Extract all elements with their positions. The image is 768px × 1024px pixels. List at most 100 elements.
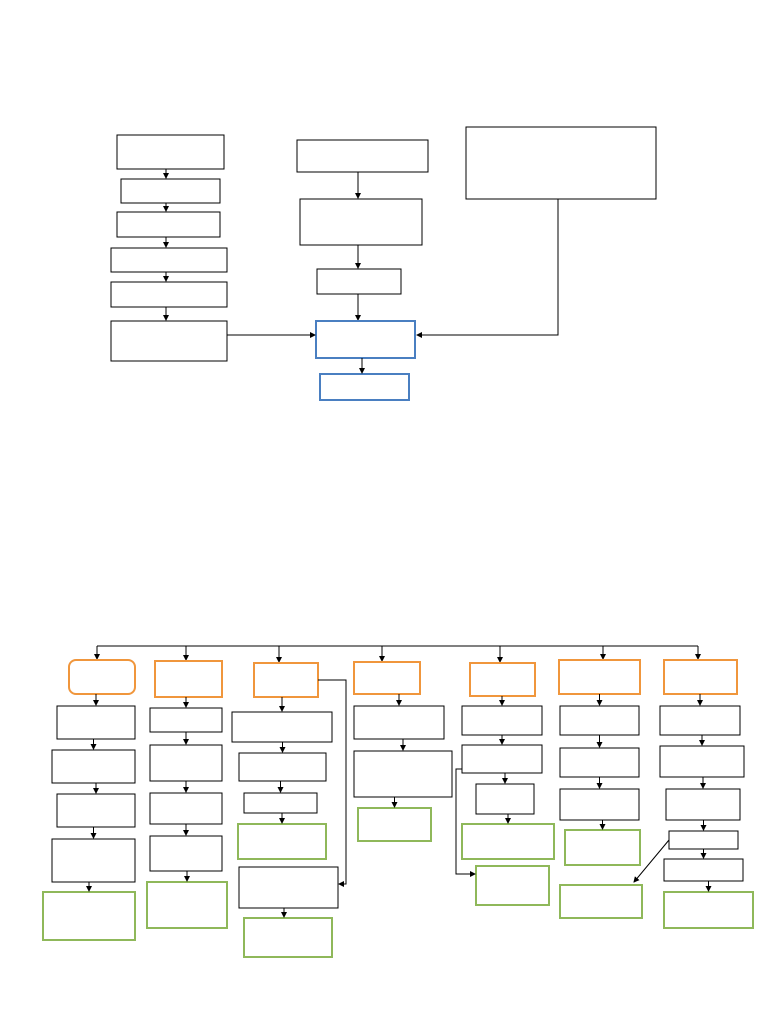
bottom-col-2-step-3-shape [149, 792, 223, 825]
bottom-col-7-head-shape [663, 659, 738, 695]
bottom-col-7-leaf-1 [663, 891, 754, 929]
bottom-col-5-step-1-shape [461, 705, 543, 736]
bottom-col-3-step-3 [243, 792, 318, 814]
top-middle-box-2-shape [299, 198, 423, 246]
bottom-col-5-step-1 [461, 705, 543, 736]
bottom-col-1-step-4 [51, 838, 136, 883]
bottom-col-5-step-2-shape [461, 744, 543, 774]
bottom-col-5-leaf-2 [475, 865, 550, 906]
bottom-col-5-side-arrow [455, 768, 476, 877]
bottom-col-2-leaf-1 [146, 881, 228, 929]
bottom-col-7-leaf-1-shape [663, 891, 754, 929]
bottom-col-6-step-2 [559, 747, 640, 778]
bottom-col-7-step-2-shape [659, 745, 745, 778]
bottom-col-2-step-3 [149, 792, 223, 825]
bottom-col-7-head [663, 659, 738, 695]
bottom-col-6-step-3 [559, 788, 640, 821]
bottom-col-7-step-5 [663, 858, 744, 882]
bottom-col-1-step-1 [56, 705, 136, 740]
top-left-box-5-shape [110, 281, 228, 308]
top-middle-box-2 [299, 198, 423, 246]
bottom-col-7-step-1-shape [659, 705, 741, 736]
bottom-col-6-step-1 [559, 705, 640, 736]
bottom-col-7-step-1 [659, 705, 741, 736]
bottom-col-2-step-1-shape [149, 707, 223, 733]
bottom-col-5-leaf-2-shape [475, 865, 550, 906]
bottom-col-1-step-3 [56, 793, 136, 828]
top-flowchart [110, 126, 657, 401]
bottom-col-4-head [353, 661, 421, 695]
bottom-col-7-step-3-shape [665, 788, 741, 821]
bottom-col-5-step-2 [461, 744, 543, 774]
bottom-col-1-leaf-1 [42, 891, 136, 941]
top-left-box-1-shape [116, 134, 225, 170]
bottom-col-3-step-2 [238, 752, 327, 782]
bottom-col-3-head-shape [253, 662, 319, 698]
bottom-col-5-step-3 [475, 783, 535, 815]
top-hub-box-shape [315, 320, 416, 359]
bottom-col-6-leaf-1-shape [564, 829, 641, 866]
top-middle-box-3 [316, 268, 402, 295]
bottom-col-4-step-1 [353, 705, 445, 740]
bottom-col-4-step-2 [353, 750, 453, 798]
bottom-col-6-leaf-2-shape [559, 884, 643, 919]
top-left-box-4 [110, 247, 228, 273]
bottom-col-7-step-4 [668, 830, 739, 850]
bottom-col-4-step-2-shape [353, 750, 453, 798]
bottom-col-3-leaf-2 [243, 917, 333, 958]
top-middle-box-1-shape [296, 139, 429, 173]
bottom-col-4-leaf-1 [357, 807, 432, 842]
bottom-col-5-leaf-1-shape [461, 823, 555, 860]
bottom-col-3-step-1-shape [231, 711, 333, 743]
bottom-col-6-head-shape [558, 659, 641, 695]
bottom-col-7-to-col-6-arrow [633, 839, 670, 883]
bottom-col-2-step-2 [149, 744, 223, 782]
bottom-col-5-head [469, 662, 536, 697]
top-left-box-4-shape [110, 247, 228, 273]
bottom-col-3-step-3-shape [243, 792, 318, 814]
bottom-col-1-head-shape [68, 659, 136, 695]
top-hub-box [315, 320, 416, 359]
bottom-col-4-step-1-shape [353, 705, 445, 740]
bottom-col-3-extra-step-shape [238, 866, 339, 909]
bottom-col-2-head [154, 660, 223, 698]
top-left-box-1 [116, 134, 225, 170]
bottom-col-1-head [68, 659, 136, 695]
bottom-col-2-step-4 [149, 835, 223, 872]
bottom-col-6-leaf-2 [559, 884, 643, 919]
top-result-box-shape [319, 373, 410, 401]
bottom-col-7-step-5-shape [663, 858, 744, 882]
bottom-col-3-leaf-1-shape [237, 823, 327, 860]
top-left-box-2 [120, 178, 221, 204]
top-left-box-2-shape [120, 178, 221, 204]
bottom-col-7-step-4-shape [668, 830, 739, 850]
bottom-col-1-step-3-shape [56, 793, 136, 828]
top-middle-box-1 [296, 139, 429, 173]
bottom-flowchart [42, 645, 754, 958]
bottom-col-6-step-2-shape [559, 747, 640, 778]
bottom-col-3-extra-step [238, 866, 339, 909]
bottom-col-1-step-1-shape [56, 705, 136, 740]
top-left-box-6 [110, 320, 228, 362]
top-left-box-3-shape [116, 211, 221, 238]
bottom-col-4-leaf-1-shape [357, 807, 432, 842]
bottom-col-6-step-3-shape [559, 788, 640, 821]
top-right-box [465, 126, 657, 200]
bottom-col-2-leaf-1-shape [146, 881, 228, 929]
bottom-col-3-leaf-2-shape [243, 917, 333, 958]
bottom-col-5-head-shape [469, 662, 536, 697]
top-left-box-5 [110, 281, 228, 308]
bottom-col-6-head [558, 659, 641, 695]
top-left-box-6-shape [110, 320, 228, 362]
bottom-col-5-step-3-shape [475, 783, 535, 815]
bottom-col-1-step-2 [51, 749, 136, 784]
bottom-col-6-leaf-1 [564, 829, 641, 866]
bottom-col-6-step-1-shape [559, 705, 640, 736]
bottom-col-3-head-to-extra-arrow [318, 679, 347, 887]
bottom-col-2-step-2-shape [149, 744, 223, 782]
top-left-box-3 [116, 211, 221, 238]
top-result-box [319, 373, 410, 401]
top-right-to-hub-arrow [416, 199, 559, 338]
bottom-col-5-leaf-1 [461, 823, 555, 860]
